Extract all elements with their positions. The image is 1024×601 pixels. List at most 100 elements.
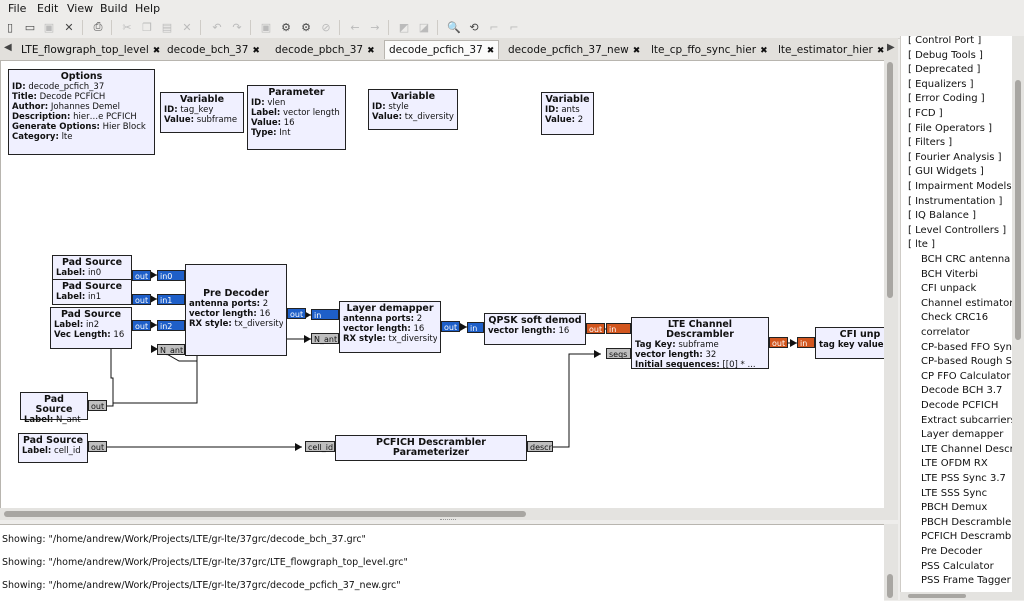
print-icon[interactable]: ⎙ [93, 20, 103, 33]
port-out[interactable]: out [88, 441, 108, 452]
library-item[interactable]: CP-based Rough S [921, 356, 1012, 367]
pad-source-in2-block[interactable]: Pad Source Label: in2 Vec Length: 16 [50, 307, 132, 349]
new-icon[interactable]: ▯ [6, 20, 14, 34]
pad-source-in0-block[interactable]: Pad Source Label: in0 [52, 255, 132, 281]
pad-source-in1-block[interactable]: Pad Source Label: in1 [52, 279, 132, 305]
port-in[interactable]: in [797, 337, 815, 348]
variable-style-block[interactable]: Variable ID: style Value: tx_diversity [368, 89, 458, 130]
tab-lte-flowgraph-top-level[interactable]: LTE_flowgraph_top_level✖ [16, 40, 165, 60]
close-icon[interactable]: ✖ [486, 46, 495, 56]
disable-icon[interactable]: ◪ [418, 20, 430, 34]
library-category[interactable]: [ Filters ] [908, 137, 953, 148]
port-out[interactable]: out [132, 294, 152, 305]
port-in[interactable]: in [311, 309, 339, 320]
tab-lte-estimator-hier[interactable]: lte_estimator_hier✖ [773, 40, 889, 60]
create-hier-icon[interactable]: ⌐ [489, 20, 499, 34]
library-item[interactable]: CP FFO Calculator [921, 371, 1011, 382]
port-out[interactable]: out [88, 400, 108, 411]
library-item[interactable]: PSS Frame Tagger [921, 575, 1011, 586]
close-icon[interactable]: ✕ [64, 20, 74, 34]
kill-icon[interactable]: ⊘ [321, 20, 331, 34]
library-category[interactable]: [ File Operators ] [908, 123, 993, 134]
port-in[interactable]: in [606, 323, 631, 334]
library-category[interactable]: [ IQ Balance ] [908, 210, 977, 221]
redo-icon[interactable]: ↷ [232, 20, 242, 34]
library-item[interactable]: Layer demapper [921, 429, 1004, 440]
library-item[interactable]: LTE Channel Descr [921, 444, 1013, 455]
delete-icon[interactable]: ✕ [182, 20, 192, 34]
library-item[interactable]: PBCH Demux [921, 502, 988, 513]
library-item[interactable]: correlator [921, 327, 970, 338]
tab-decode-pcfich-37[interactable]: decode_pcfich_37✖ [384, 40, 500, 59]
port-in2[interactable]: in2 [157, 320, 185, 331]
canvas-horizontal-scroll-thumb[interactable] [4, 511, 526, 517]
port-out[interactable]: out [287, 308, 307, 319]
library-item[interactable]: LTE PSS Sync 3.7 [921, 473, 1006, 484]
pre-decoder-block[interactable]: Pre Decoder antenna ports: 2 vector leng… [185, 264, 287, 356]
close-icon[interactable]: ✖ [252, 46, 260, 56]
canvas-vertical-scroll-thumb[interactable] [887, 62, 893, 298]
lte-channel-descrambler-block[interactable]: LTE Channel Descrambler Tag Key: subfram… [631, 317, 769, 370]
toggle-icon[interactable]: ▣ [260, 20, 272, 34]
open-hier-icon[interactable]: ⌐ [509, 20, 519, 34]
close-icon[interactable]: ✖ [760, 46, 768, 56]
pcfich-descrambler-parameterizer-block[interactable]: PCFICH Descrambler Parameterizer [335, 435, 527, 461]
close-icon[interactable]: ✖ [632, 46, 641, 56]
port-in0[interactable]: in0 [157, 270, 185, 281]
library-category[interactable]: [ FCD ] [908, 108, 943, 119]
port-seqs[interactable]: seqs [606, 348, 631, 359]
port-n-ant[interactable]: N_ant [311, 333, 339, 344]
save-icon[interactable]: ▣ [43, 20, 55, 34]
rotate-ccw-icon[interactable]: ← [350, 20, 360, 34]
enable-icon[interactable]: ◩ [398, 20, 410, 34]
library-category[interactable]: [ Impairment Models ] [908, 181, 1013, 192]
menu-file[interactable]: File [8, 2, 27, 15]
undo-icon[interactable]: ↶ [212, 20, 222, 34]
library-item[interactable]: Pre Decoder [921, 546, 983, 557]
library-item[interactable]: Check CRC16 [921, 312, 989, 323]
port-out[interactable]: out [132, 320, 152, 331]
menu-build[interactable]: Build [100, 2, 128, 15]
library-item[interactable]: LTE OFDM RX [921, 458, 988, 469]
port-cell-id[interactable]: cell_id [305, 441, 335, 452]
variable-ants-block[interactable]: Variable ID: ants Value: 2 [541, 92, 594, 135]
library-category[interactable]: [ Level Controllers ] [908, 225, 1007, 236]
library-item[interactable]: Decode BCH 3.7 [921, 385, 1003, 396]
library-category[interactable]: [ Fourier Analysis ] [908, 152, 1002, 163]
port-out[interactable]: out [132, 270, 152, 281]
pad-source-n-ant-block[interactable]: Pad Source Label: N_ant [20, 392, 88, 425]
pad-source-cell-id-block[interactable]: Pad Source Label: cell_id [18, 433, 88, 463]
rotate-cw-icon[interactable]: → [370, 20, 380, 34]
library-category[interactable]: [ Debug Tools ] [908, 50, 983, 61]
library-item[interactable]: Decode PCFICH [921, 400, 999, 411]
menu-help[interactable]: Help [135, 2, 161, 15]
library-item[interactable]: Extract subcarriers [921, 415, 1013, 426]
library-horizontal-scroll-thumb[interactable] [908, 594, 966, 598]
execute-icon[interactable]: ⚙ [301, 20, 311, 34]
reload-icon[interactable]: ⟲ [469, 20, 479, 34]
port-out[interactable]: out [769, 337, 789, 348]
console-vertical-scroll-thumb[interactable] [887, 574, 893, 598]
library-vertical-scroll-thumb[interactable] [1015, 80, 1021, 340]
close-icon[interactable]: ✖ [876, 46, 885, 56]
tab-decode-pcfich-37-new[interactable]: decode_pcfich_37_new✖ [503, 40, 645, 60]
paste-icon[interactable]: ▤ [161, 20, 173, 34]
library-item[interactable]: BCH Viterbi [921, 269, 979, 280]
library-item[interactable]: Channel estimator g [921, 298, 1013, 309]
library-category[interactable]: [ lte ] [908, 239, 936, 250]
library-item[interactable]: BCH CRC antenna [921, 254, 1011, 265]
options-block[interactable]: Options ID: decode_pcfich_37 Title: Deco… [8, 69, 155, 155]
copy-icon[interactable]: ❐ [142, 20, 152, 34]
port-out[interactable]: out [441, 321, 461, 332]
find-icon[interactable]: 🔍 [447, 20, 461, 34]
parameter-vlen-block[interactable]: Parameter ID: vlen Label: vector length … [247, 85, 346, 150]
flowgraph-canvas[interactable]: Options ID: decode_pcfich_37 Title: Deco… [0, 60, 886, 510]
tab-scroll-left-icon[interactable]: ◀ [4, 42, 12, 53]
port-n-ant[interactable]: N_ant [157, 344, 185, 355]
library-item[interactable]: PSS Calculator [921, 561, 994, 572]
generate-icon[interactable]: ⚙ [281, 20, 291, 34]
library-item[interactable]: LTE SSS Sync [921, 488, 988, 499]
close-icon[interactable]: ✖ [367, 46, 375, 56]
variable-tag-key-block[interactable]: Variable ID: tag_key Value: subframe [160, 92, 244, 133]
menu-view[interactable]: View [67, 2, 94, 15]
